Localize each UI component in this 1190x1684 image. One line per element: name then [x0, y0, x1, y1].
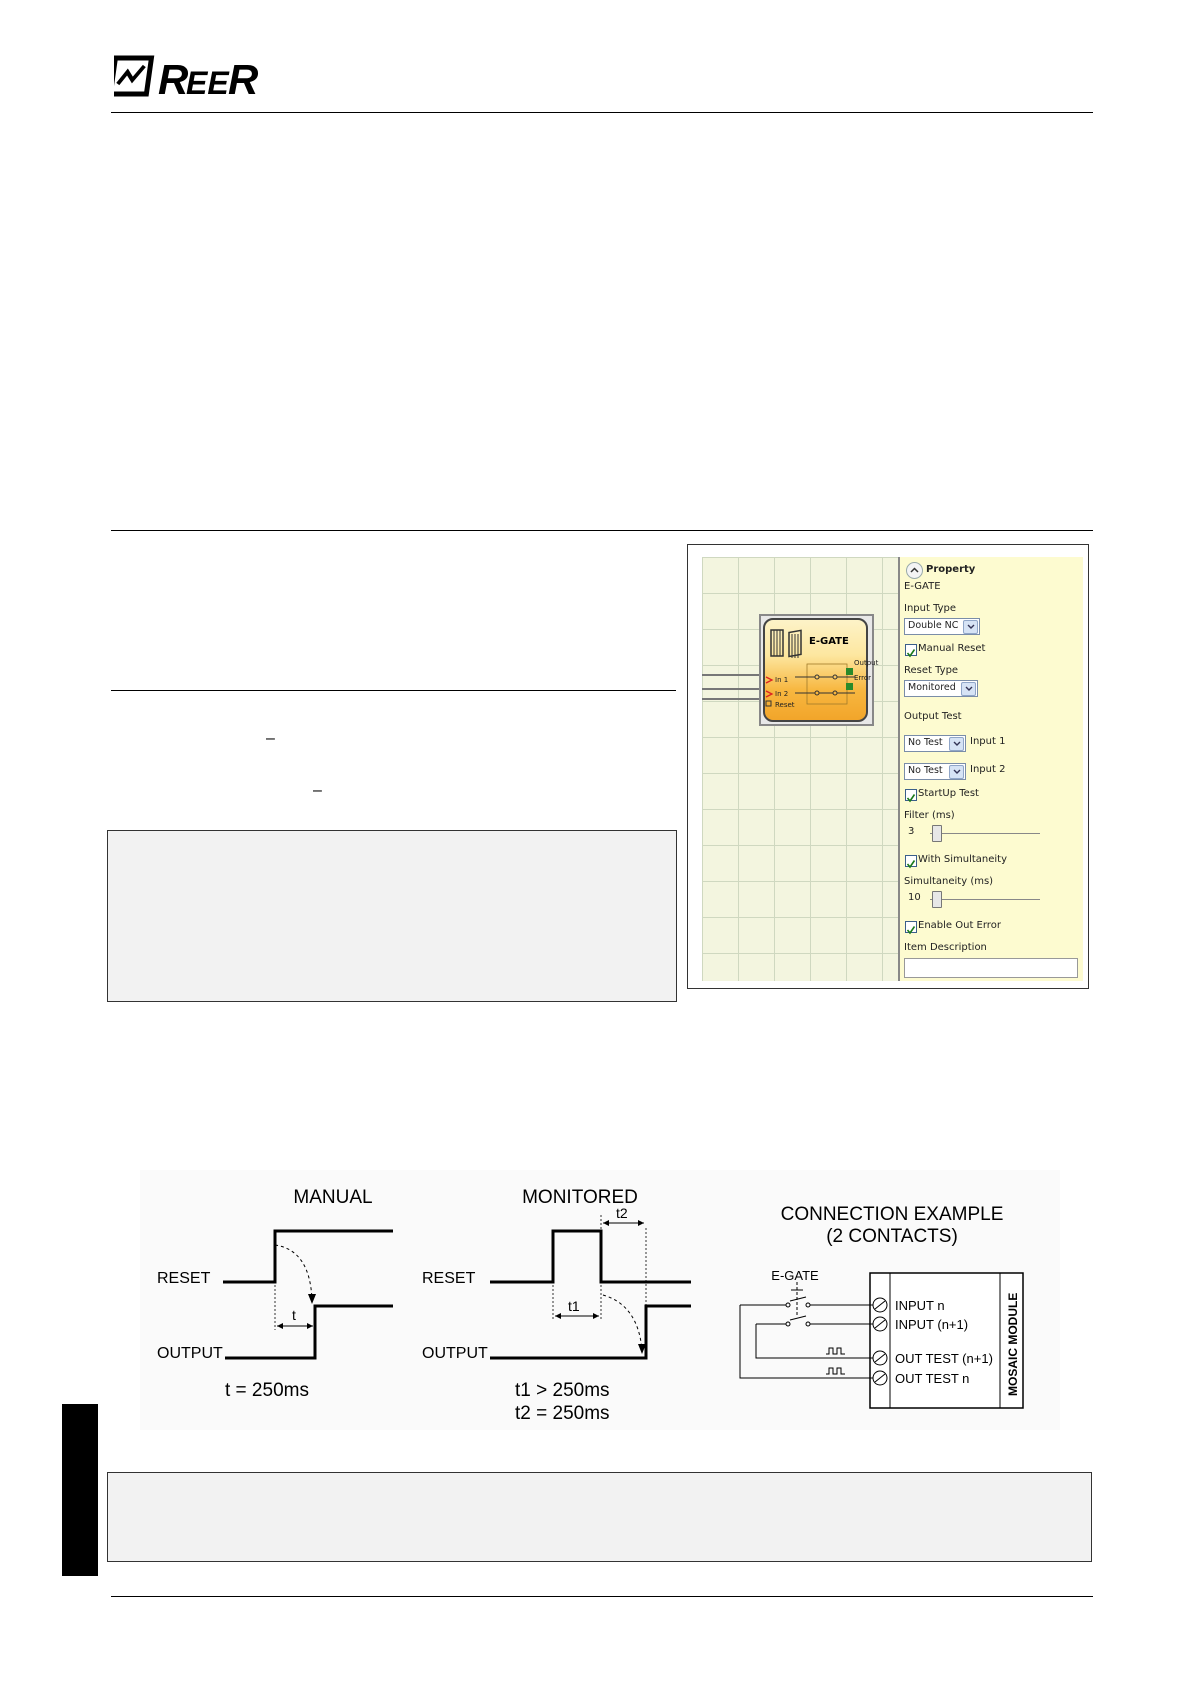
connection-title-1: CONNECTION EXAMPLE — [781, 1204, 1004, 1225]
reset-type-label: Reset Type — [904, 665, 959, 676]
input-type-select[interactable]: Double NC — [904, 618, 980, 635]
manual-reset-checkbox[interactable] — [905, 644, 917, 658]
device-label: E-GATE — [771, 1268, 819, 1283]
filter-value: 3 — [908, 826, 915, 837]
output-test-2-select[interactable]: No Test — [904, 763, 966, 780]
input-n1-label: INPUT (n+1) — [895, 1317, 968, 1332]
output-test-1-label: Input 1 — [970, 736, 1006, 747]
chevron-down-icon — [949, 765, 964, 779]
svg-text:R: R — [228, 56, 259, 100]
manual-dependency-arrow — [274, 1244, 313, 1301]
pin-in1-label: In 1 — [775, 676, 789, 684]
filter-slider-handle[interactable] — [932, 825, 942, 842]
output-test-1-select[interactable]: No Test — [904, 735, 966, 752]
collapse-button[interactable] — [906, 562, 923, 579]
warning-box — [107, 1472, 1092, 1562]
reset-type-value: Monitored — [908, 682, 956, 693]
header-rule — [111, 112, 1093, 113]
connection-title-2: (2 CONTACTS) — [826, 1226, 958, 1247]
error-pin[interactable] — [846, 683, 853, 690]
checkmark-icon — [906, 794, 916, 803]
property-header: Property — [926, 564, 976, 575]
svg-text:EE: EE — [186, 65, 230, 100]
section-rule — [111, 530, 1093, 531]
timing-diagram: MANUAL RESET OUTPUT t t = 250ms MONITORE… — [140, 1170, 1060, 1430]
chevron-up-icon — [910, 567, 919, 573]
footer-rule — [111, 1596, 1093, 1597]
monitored-dependency-arrow — [602, 1294, 643, 1351]
logic-canvas: E-GATE In 1 In 2 Reset — [702, 557, 899, 981]
out-test-n1-label: OUT TEST (n+1) — [895, 1351, 993, 1366]
input-type-label: Input Type — [904, 603, 957, 614]
monitored-t2-label: t2 — [616, 1205, 628, 1221]
input-pin-markers — [765, 676, 774, 707]
simultaneity-slider-track — [930, 899, 1040, 900]
output-test-1-value: No Test — [908, 737, 943, 748]
input-type-value: Double NC — [908, 620, 959, 631]
simultaneity-slider-handle[interactable] — [932, 891, 942, 908]
monitored-formula-1: t1 > 250ms — [515, 1380, 610, 1401]
checkmark-icon — [906, 649, 916, 658]
monitored-t1-label: t1 — [568, 1298, 580, 1314]
pin-error-label: Error — [854, 674, 872, 682]
chevron-down-icon — [963, 620, 978, 634]
checkmark-icon — [906, 860, 916, 869]
checkmark-icon — [906, 926, 916, 935]
dash-mark-1: – — [266, 730, 275, 747]
simultaneity-value: 10 — [908, 892, 921, 903]
canvas-wires — [702, 674, 764, 700]
language-side-tab — [62, 1404, 98, 1576]
manual-reset-label: Manual Reset — [918, 643, 986, 654]
chevron-down-icon — [949, 737, 964, 751]
output-test-label: Output Test — [904, 711, 962, 722]
manual-output-signal — [225, 1304, 393, 1360]
note-box — [107, 830, 677, 1002]
monitored-reset-signal — [490, 1229, 691, 1284]
pin-in2-label: In 2 — [775, 690, 789, 698]
mosaic-module-box — [869, 1272, 1024, 1409]
input-n-label: INPUT n — [895, 1298, 945, 1313]
subsection-rule — [111, 690, 676, 691]
output-test-2-label: Input 2 — [970, 764, 1006, 775]
enable-out-error-label: Enable Out Error — [918, 920, 1001, 931]
software-screenshot: E-GATE In 1 In 2 Reset — [687, 544, 1089, 989]
reer-logo: R EE R — [107, 54, 264, 103]
with-simultaneity-label: With Simultaneity — [918, 854, 1008, 865]
with-simultaneity-checkbox[interactable] — [905, 855, 917, 869]
pin-reset-label: Reset — [775, 701, 795, 709]
monitored-formula-2: t2 = 250ms — [515, 1403, 610, 1424]
output-test-2-value: No Test — [908, 765, 943, 776]
pin-output-label: Output — [854, 659, 879, 667]
filter-slider-track — [930, 833, 1040, 834]
simultaneity-label: Simultaneity (ms) — [904, 876, 994, 887]
enable-out-error-checkbox[interactable] — [905, 921, 917, 935]
manual-output-label: OUTPUT — [157, 1345, 223, 1362]
output-pin[interactable] — [846, 668, 853, 675]
element-name: E-GATE — [904, 581, 941, 592]
manual-reset-signal — [223, 1229, 393, 1284]
manual-title: MANUAL — [293, 1187, 372, 1208]
filter-label: Filter (ms) — [904, 810, 955, 821]
out-test-n-label: OUT TEST n — [895, 1371, 969, 1386]
item-description-input[interactable] — [904, 958, 1078, 978]
chevron-down-icon — [961, 682, 976, 696]
mosaic-module-label: MOSAIC MODULE — [1006, 1293, 1020, 1396]
wiring — [739, 1282, 873, 1379]
item-description-label: Item Description — [904, 942, 987, 953]
monitored-reset-label: RESET — [422, 1270, 476, 1287]
dash-mark-2: – — [313, 782, 322, 799]
property-panel: Property E-GATE Input Type Double NC Man… — [898, 557, 1083, 981]
manual-t-label: t — [292, 1307, 296, 1323]
manual-formula: t = 250ms — [225, 1380, 309, 1401]
svg-text:R: R — [158, 56, 189, 100]
monitored-output-label: OUTPUT — [422, 1345, 488, 1362]
startup-test-label: StartUp Test — [918, 788, 979, 799]
startup-test-checkbox[interactable] — [905, 789, 917, 803]
gate-icon — [770, 629, 802, 658]
reset-type-select[interactable]: Monitored — [904, 680, 978, 697]
manual-reset-label: RESET — [157, 1270, 211, 1287]
egate-block-title: E-GATE — [809, 636, 849, 647]
monitored-title: MONITORED — [522, 1187, 638, 1208]
